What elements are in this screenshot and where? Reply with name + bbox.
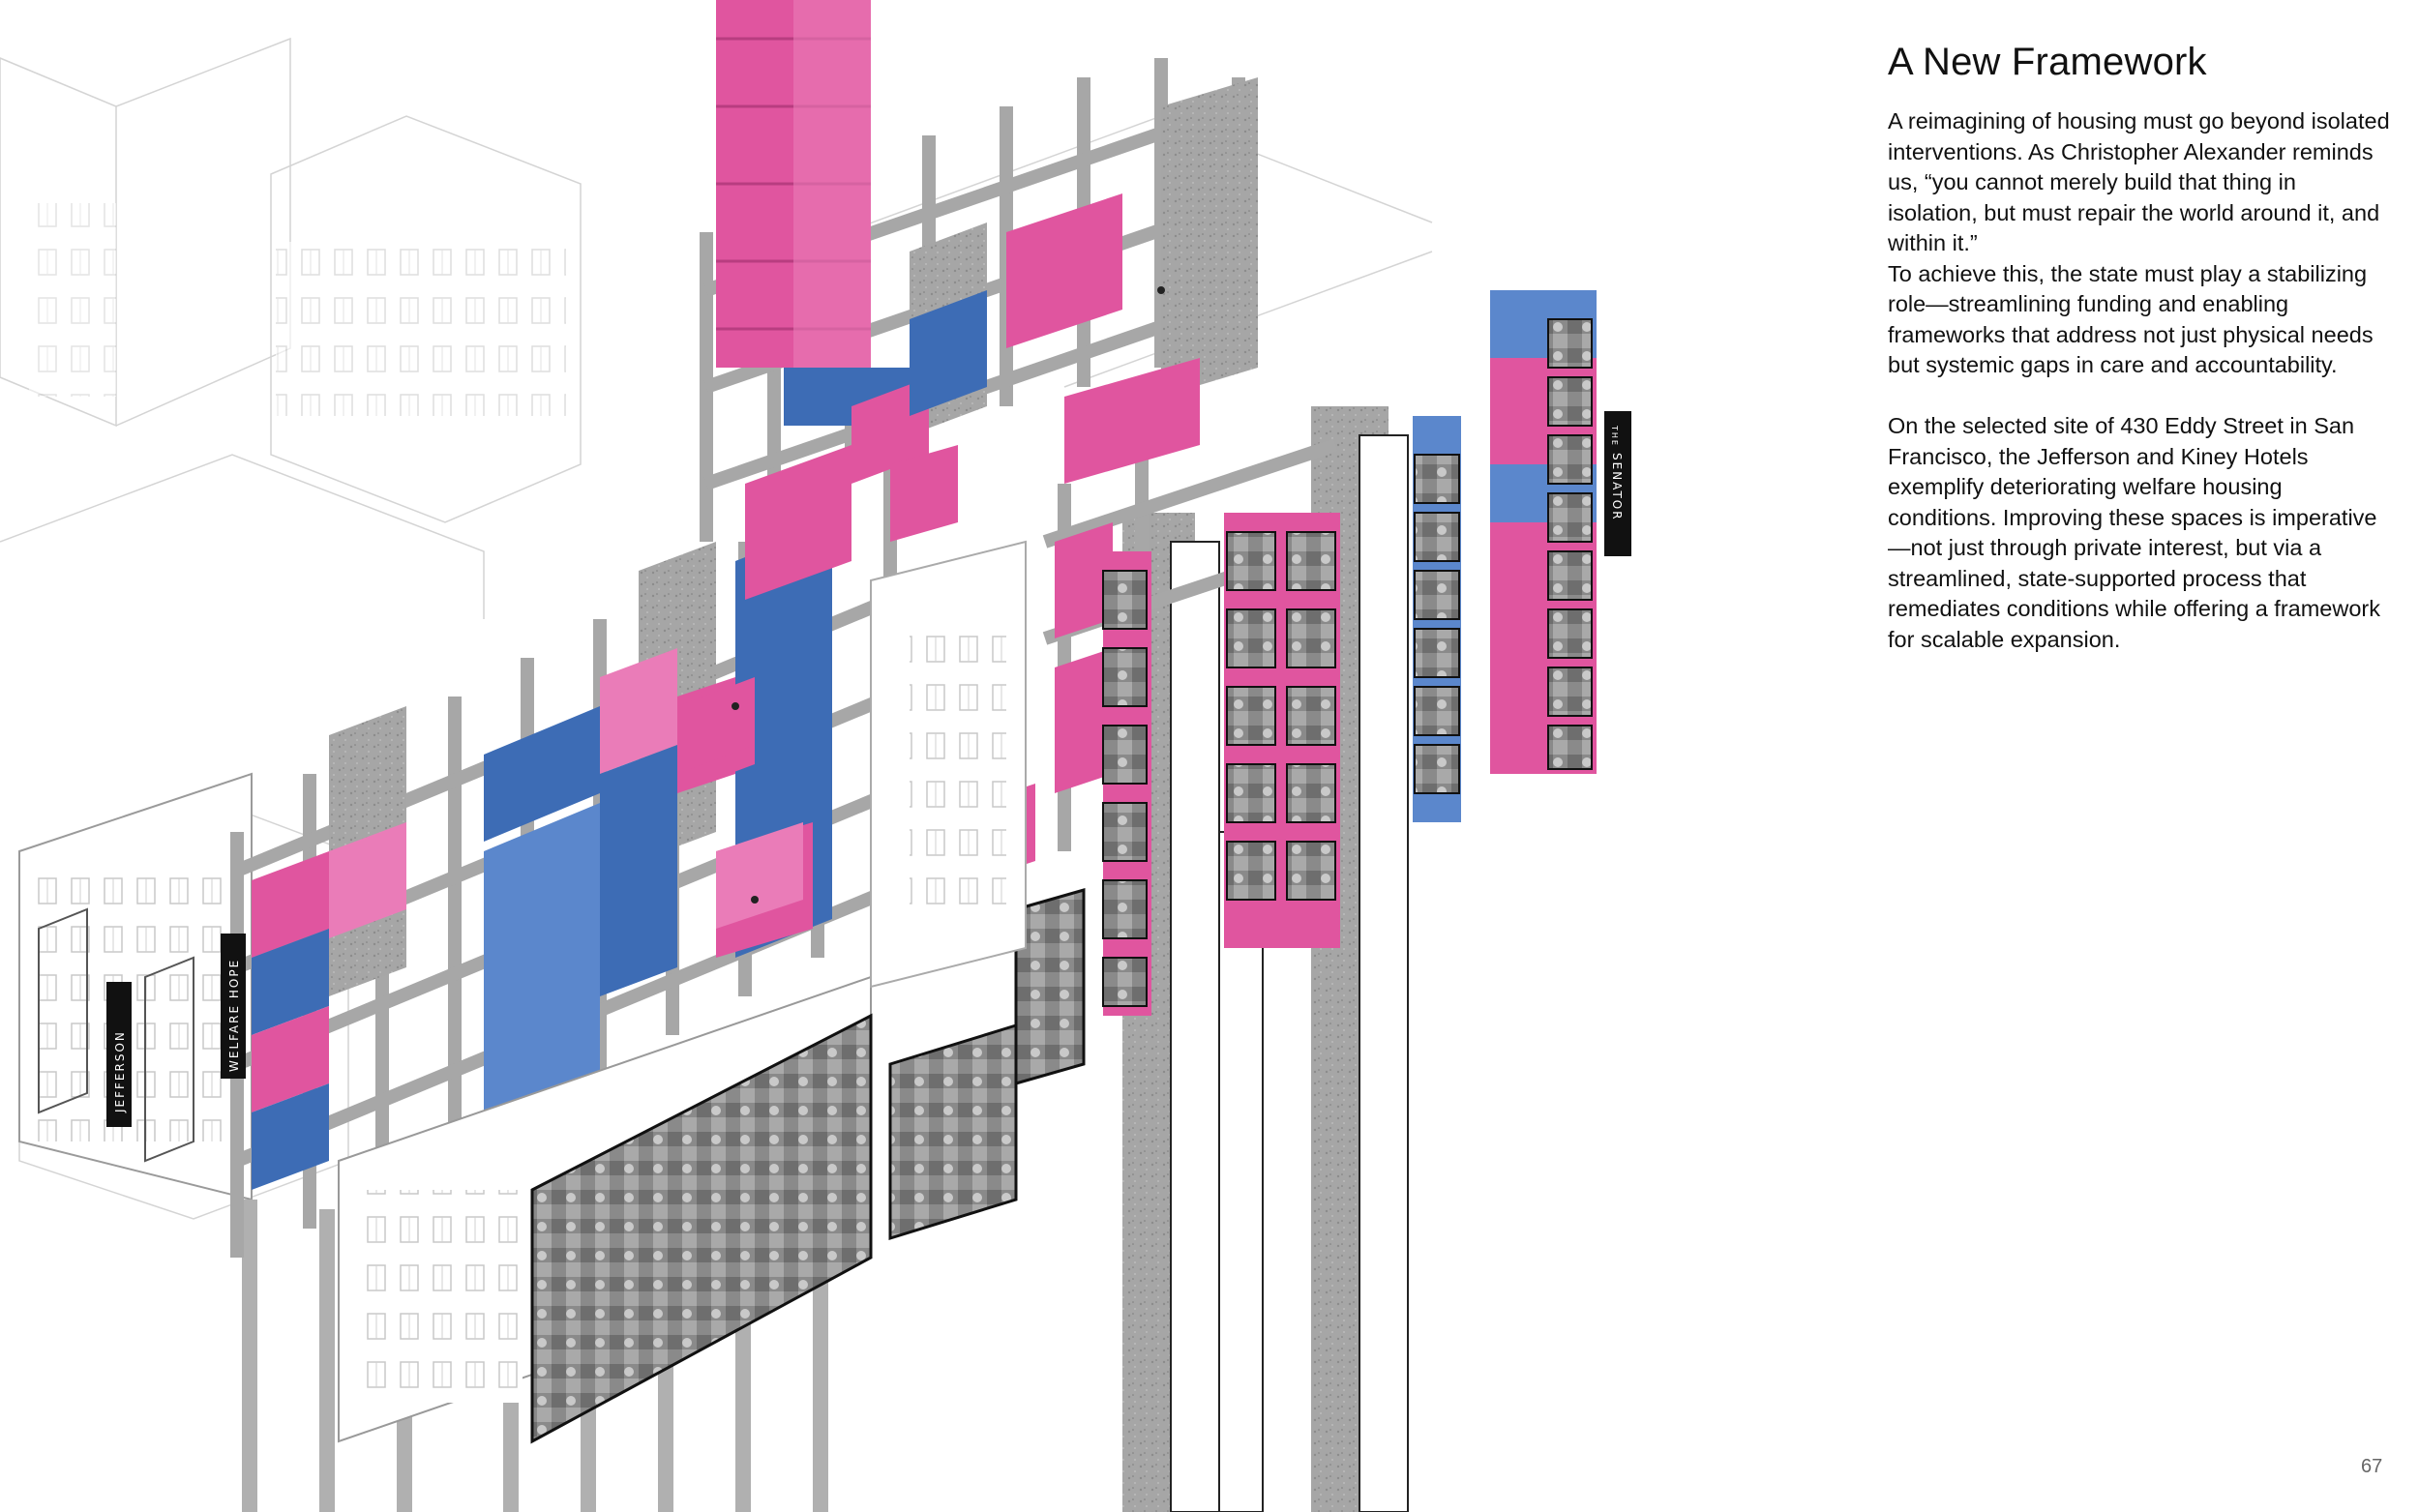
page-number: 67 [2361, 1456, 2383, 1477]
background-facade-mid [276, 242, 566, 416]
cutaway-building [338, 540, 1086, 1444]
sign-welfare-hope: WELFARE HOPE [221, 934, 246, 1079]
paragraph-1: A reimagining of housing must go beyond … [1888, 108, 2390, 255]
sign-welfare-hope-text: WELFARE HOPE [227, 959, 241, 1072]
sign-jefferson: JEFFERSON [106, 982, 132, 1127]
existing-building-left [18, 772, 253, 1201]
text-column: A New Framework A reimagining of housing… [1888, 39, 2391, 655]
sign-senator-text: SENATOR [1610, 453, 1624, 521]
page-title: A New Framework [1888, 41, 2207, 83]
background-facade-left [29, 203, 116, 397]
photo-columns [1102, 290, 1597, 1016]
pink-tower [716, 0, 929, 426]
axonometric-illustration: WELFARE HOPE JEFFERSON THE SENATOR [0, 0, 1631, 1512]
sign-senator: THE SENATOR [1604, 411, 1631, 556]
sign-jefferson-text: JEFFERSON [113, 1030, 127, 1113]
paragraph-3: On the selected site of 430 Eddy Street … [1888, 413, 2380, 652]
paragraph-2: To achieve this, the state must play a s… [1888, 260, 2374, 378]
sign-senator-prefix: THE [1610, 425, 1619, 447]
